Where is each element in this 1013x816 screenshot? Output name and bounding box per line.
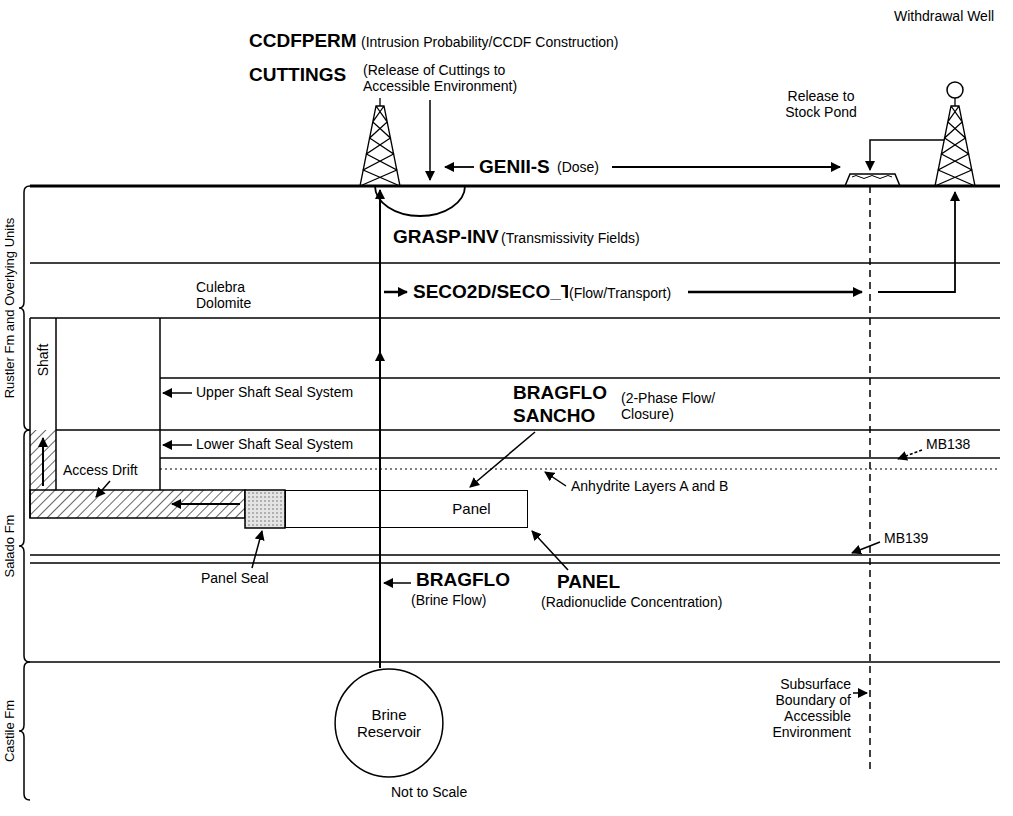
marker-bed-line xyxy=(160,457,1000,459)
shaft-wall xyxy=(29,318,31,518)
marker-bed-line xyxy=(30,554,1000,556)
pond-water xyxy=(852,176,892,179)
drift-flow-arrow xyxy=(172,503,240,505)
code-description: (Radionuclide Concentration) xyxy=(540,594,723,610)
leader-arrow xyxy=(853,692,867,694)
formation-brace xyxy=(19,186,30,430)
flow-arrow xyxy=(384,291,407,294)
shaft-wall xyxy=(55,318,57,490)
dose-arrow xyxy=(612,166,840,168)
shaft-flow-arrow xyxy=(42,438,44,486)
formation-label: Rustler Fm and Overlying Units xyxy=(3,217,18,400)
marker-bed-label: MB138 xyxy=(925,436,971,452)
shaft-label: Shaft xyxy=(35,343,51,378)
seal-label: Lower Shaft Seal System xyxy=(195,436,354,452)
layer-line xyxy=(56,429,1000,431)
leader-arrow xyxy=(852,542,880,553)
seal-label: Upper Shaft Seal System xyxy=(195,384,354,400)
code-description: (Flow/Transport) xyxy=(568,285,672,301)
rig-frame xyxy=(360,98,400,186)
layer-line xyxy=(30,317,1000,319)
formation-label: Salado Fm xyxy=(3,514,18,579)
release-arrow xyxy=(870,140,944,170)
panel-seal xyxy=(245,490,285,528)
code-description: (Transmissivity Fields) xyxy=(500,230,641,246)
leader-arrow xyxy=(545,472,566,486)
lower-shaft xyxy=(30,430,56,490)
panel-box: Panel xyxy=(285,490,528,528)
node-text: Brine Reservoir xyxy=(350,706,428,741)
leader-arrow xyxy=(898,450,922,459)
code-description: (Dose) xyxy=(556,159,600,175)
seal-label: Panel Seal xyxy=(200,570,270,586)
drift-label: Access Drift xyxy=(62,462,139,478)
drill-rig xyxy=(360,98,400,186)
withdrawal-rig xyxy=(935,82,975,186)
dose-arrow xyxy=(445,166,474,168)
access-drift xyxy=(30,490,245,518)
boundary-label: Subsurface Boundary of Accessible Enviro… xyxy=(745,676,852,740)
stock-pond xyxy=(845,174,900,186)
marker-bed-line xyxy=(30,562,1000,564)
layer-line xyxy=(30,661,1000,663)
reservoir-ellipse xyxy=(335,669,443,777)
code-name: SECO2D/SECO_TP xyxy=(412,281,586,303)
code-name: PANEL xyxy=(556,571,621,593)
pond-label: Release to Stock Pond xyxy=(775,88,867,120)
layer-line xyxy=(160,377,1000,379)
well-label: Withdrawal Well xyxy=(893,8,995,24)
leader-arrow xyxy=(252,531,262,568)
cuttings-pit xyxy=(375,186,465,216)
withdrawal-arrow xyxy=(878,192,955,292)
code-description: (Release of Cuttings to Accessible Envir… xyxy=(362,62,544,94)
node-text: Panel xyxy=(452,500,490,517)
formation-brace xyxy=(19,662,30,800)
note: Not to Scale xyxy=(390,784,468,800)
marker-bed-label: MB139 xyxy=(883,530,929,546)
brine-reservoir: Brine Reservoir xyxy=(334,668,444,778)
borehole xyxy=(379,190,381,668)
leader-arrow xyxy=(384,582,411,584)
anhydrite-line xyxy=(160,468,1000,469)
cuttings-arrow xyxy=(429,100,431,180)
code-name: CUTTINGS xyxy=(248,64,347,86)
formation-brace xyxy=(19,430,30,662)
code-name: BRAGFLO xyxy=(415,569,511,591)
leader-arrow xyxy=(532,531,568,570)
ground-surface xyxy=(30,185,1000,188)
well-head xyxy=(947,82,963,98)
code-name: GRASP-INV xyxy=(392,226,500,248)
formation-label: Castile Fm xyxy=(3,699,18,763)
code-description: (Brine Flow) xyxy=(410,592,487,608)
code-name: GENII-S xyxy=(478,156,551,178)
shaft-seal-wall xyxy=(159,318,161,490)
leader-arrow xyxy=(163,444,192,446)
boundary-line xyxy=(869,186,871,770)
leader-arrow xyxy=(470,432,535,487)
code-description: (2-Phase Flow/ Closure) xyxy=(620,390,732,422)
layer-label: Anhydrite Layers A and B xyxy=(570,478,729,494)
rig-frame xyxy=(935,98,975,186)
code-description: (Intrusion Probability/CCDF Construction… xyxy=(360,34,620,50)
leader-arrow xyxy=(96,481,110,497)
layer-line xyxy=(30,262,1000,264)
code-name: BRAGFLO xyxy=(512,382,608,404)
code-name: SANCHO xyxy=(512,405,596,427)
leader-arrow xyxy=(163,392,192,394)
borehole-flow-arrow xyxy=(379,352,381,378)
code-name: CCDFPERM xyxy=(248,30,358,52)
flow-arrow xyxy=(688,291,862,294)
layer-label: Culebra Dolomite xyxy=(195,279,272,311)
